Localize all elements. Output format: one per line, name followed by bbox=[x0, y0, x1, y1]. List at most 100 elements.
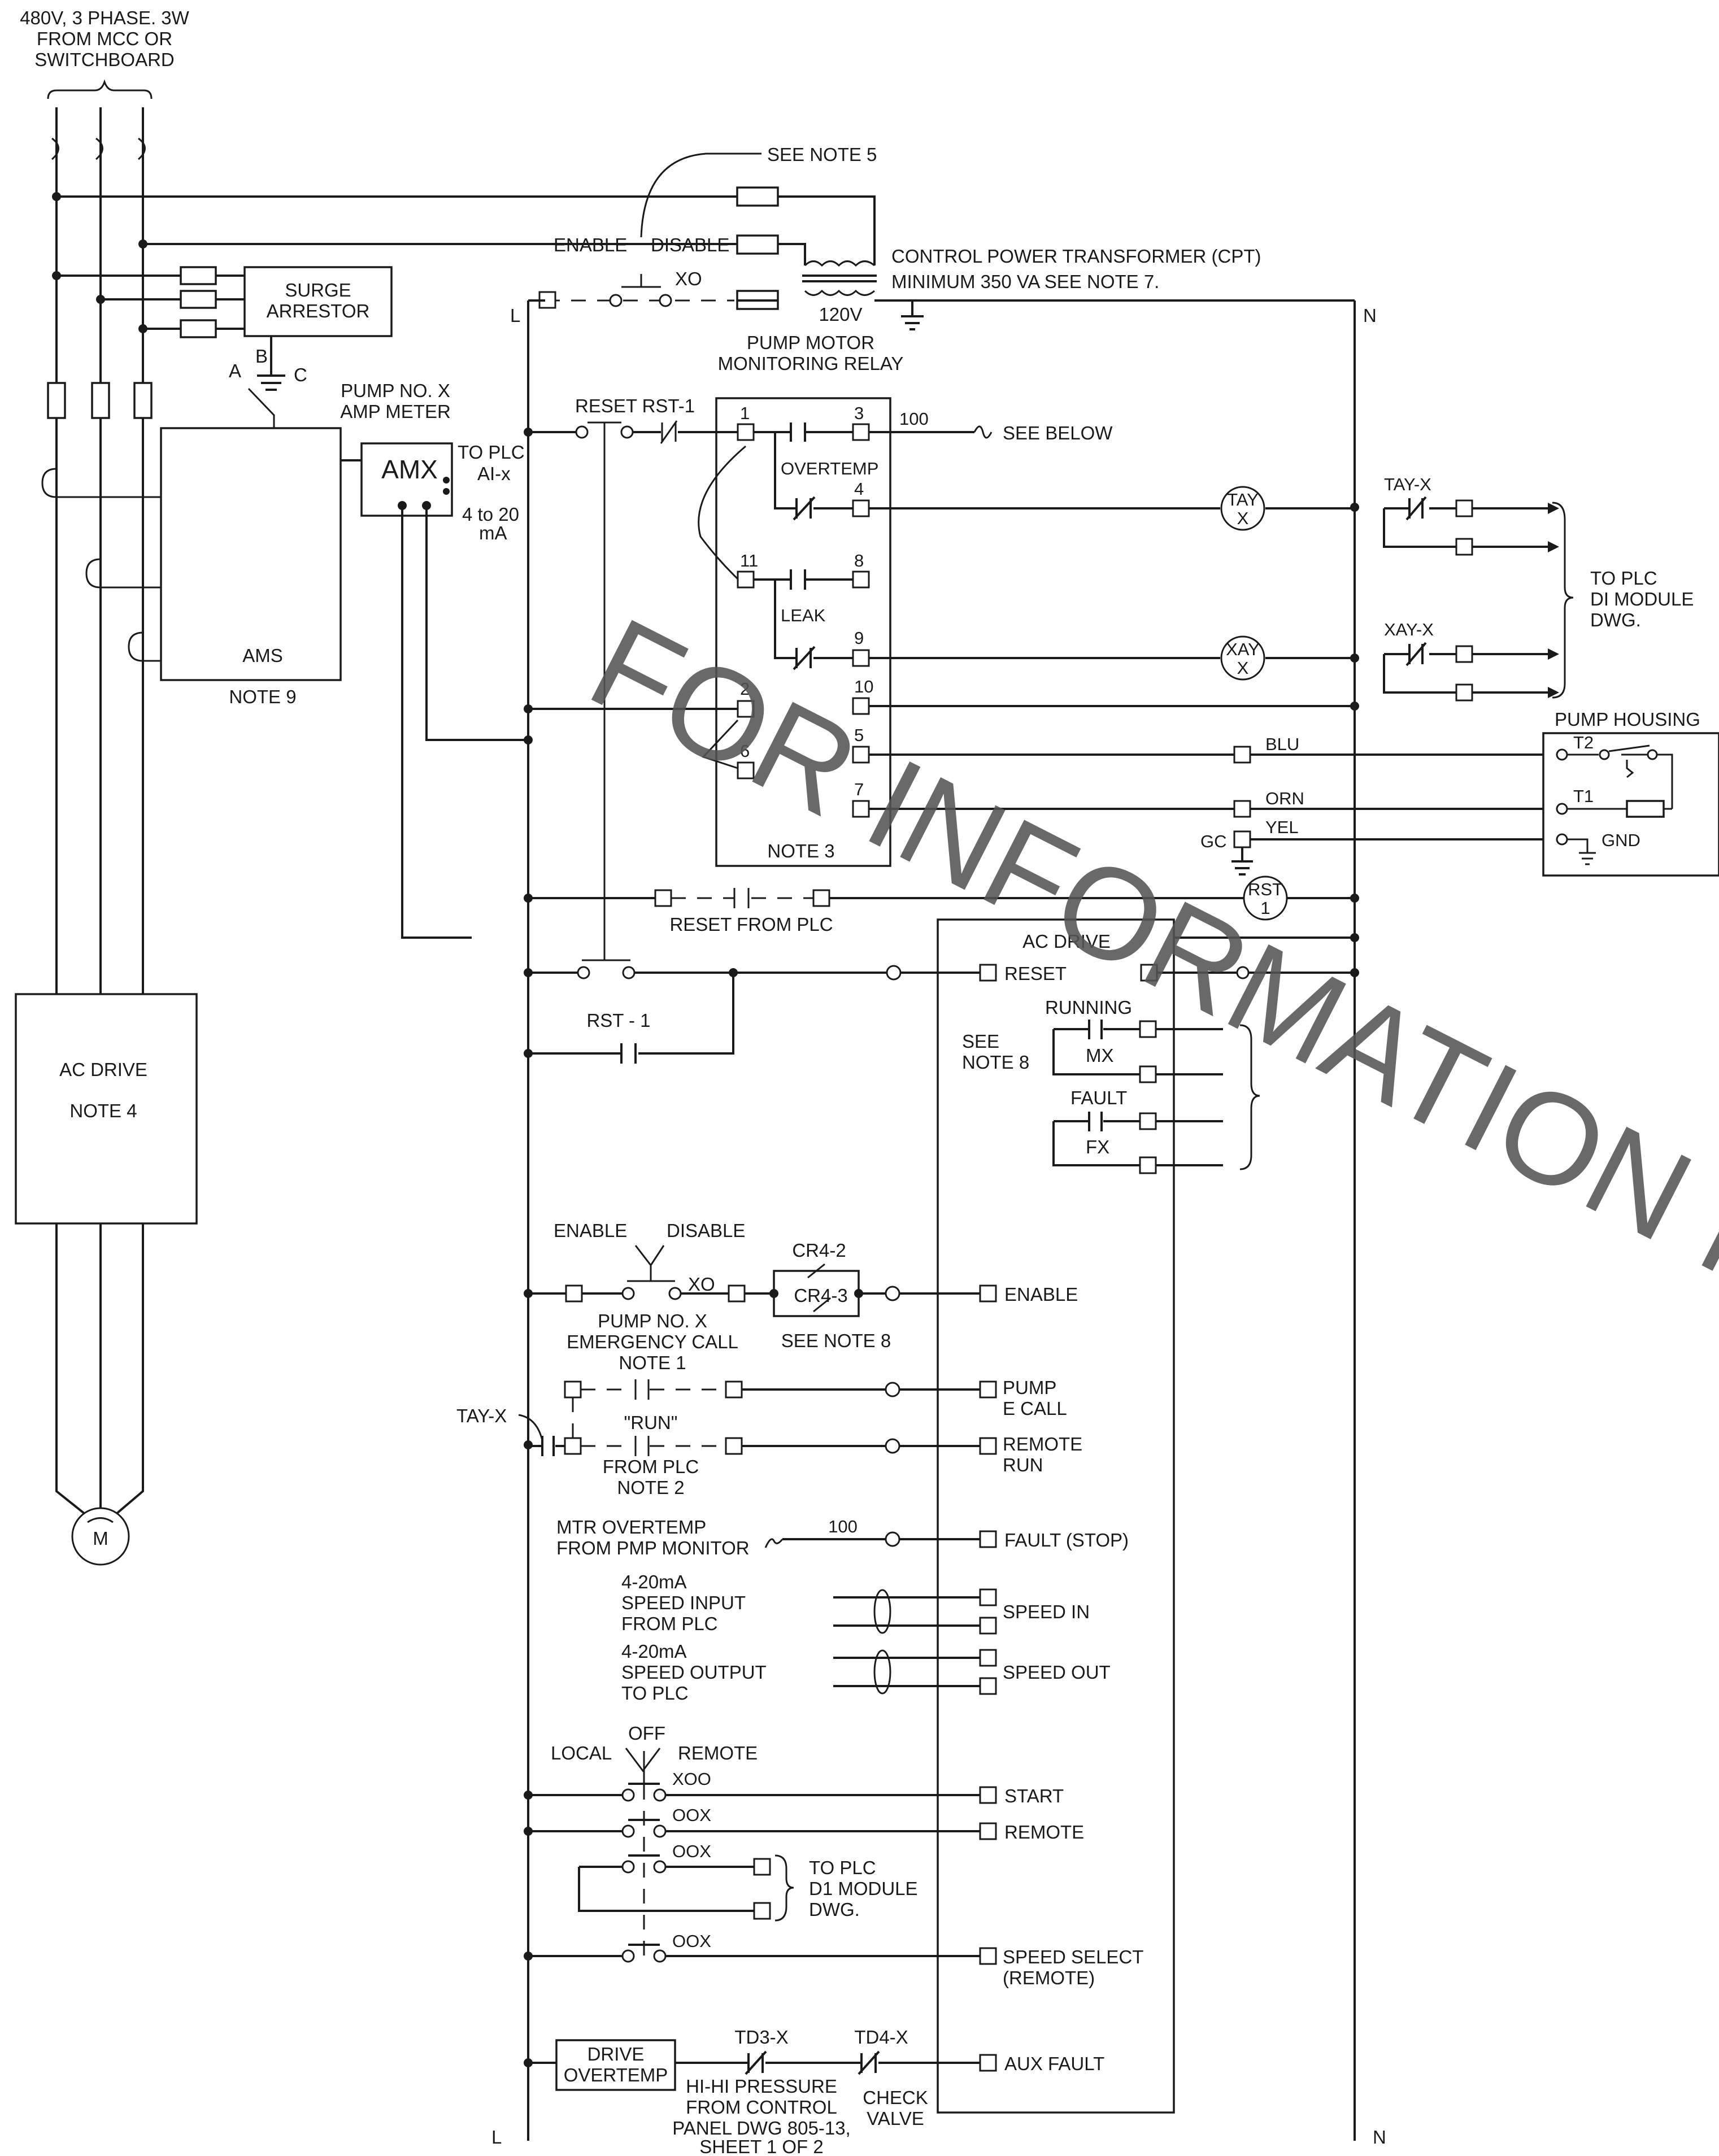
selector-local: LOCAL bbox=[551, 1743, 612, 1763]
selector-plc-2: D1 MODULE bbox=[809, 1878, 918, 1899]
surge-arrestor-box bbox=[243, 266, 393, 337]
relay-title-1: PUMP MOTOR bbox=[747, 332, 874, 353]
ac-drive-left-label: AC DRIVE bbox=[59, 1059, 147, 1080]
run-run-label: "RUN" bbox=[624, 1412, 678, 1433]
drive-remote-run-1: REMOTE bbox=[1003, 1434, 1082, 1454]
drive-start-label: START bbox=[1004, 1785, 1064, 1806]
selector-c2: OOX bbox=[672, 1805, 711, 1825]
coil-rst-label: RST bbox=[1248, 879, 1283, 899]
control-power-transformer: SEE NOTE 5 ENABLE DISABLE XO CONTROL POW… bbox=[538, 144, 1355, 374]
drive-speed-select-2: (REMOTE) bbox=[1003, 1967, 1095, 1988]
ammeter-out-3: 4 to 20 bbox=[462, 504, 519, 525]
drive-see8-a: SEE bbox=[962, 1031, 999, 1052]
relay-box bbox=[715, 397, 891, 867]
amx-box bbox=[360, 442, 453, 517]
cpt-xo-label: XO bbox=[675, 268, 702, 289]
aux-hh-4: SHEET 1 OF 2 bbox=[699, 2136, 823, 2156]
supply-label-1: 480V, 3 PHASE. 3W bbox=[20, 7, 189, 28]
pump-housing: PUMP HOUSING T2 T1 GND bbox=[1542, 709, 1719, 877]
relay-t3: 3 bbox=[854, 403, 864, 423]
relay-t10: 10 bbox=[854, 677, 873, 696]
selector-c1: XOO bbox=[672, 1769, 711, 1789]
speed-signals: 4-20mA SPEED INPUT FROM PLC SPEED IN 4-2… bbox=[621, 1571, 1111, 1704]
relay-t8: 8 bbox=[854, 551, 864, 570]
ammeter-out-2: AI-x bbox=[477, 463, 511, 484]
cpt-label-2: MINIMUM 350 VA SEE NOTE 7. bbox=[891, 271, 1159, 292]
run-from-plc-2: NOTE 2 bbox=[617, 1477, 684, 1498]
drive-speed-out-label: SPEED OUT bbox=[1003, 1662, 1111, 1683]
supply-brace bbox=[47, 79, 153, 99]
rail-n-label: N bbox=[1363, 305, 1377, 326]
ammeter-out-1: TO PLC bbox=[458, 442, 525, 463]
surge-label-1: SURGE bbox=[285, 280, 351, 300]
fuse-1-icon bbox=[736, 186, 779, 207]
surge-label-2: ARRESTOR bbox=[267, 300, 370, 321]
ac-drive-left-note: NOTE 4 bbox=[69, 1100, 137, 1121]
relay-see-below: SEE BELOW bbox=[1003, 423, 1113, 443]
run-from-plc-1: FROM PLC bbox=[603, 1456, 699, 1477]
coil-tay-label: TAY bbox=[1227, 490, 1259, 509]
drive-remote-run-2: RUN bbox=[1003, 1454, 1043, 1475]
cpt-disable-label: DISABLE bbox=[651, 234, 729, 255]
coil-xay-label: XAY bbox=[1226, 639, 1260, 659]
ammeter-out-4: mA bbox=[479, 522, 507, 543]
aux-hh-1: HI-HI PRESSURE bbox=[686, 2076, 837, 2097]
drive-speed-select-1: SPEED SELECT bbox=[1003, 1946, 1143, 1967]
speed-out-2: SPEED OUTPUT bbox=[621, 1662, 767, 1683]
ecall-enable-label: ENABLE bbox=[554, 1220, 627, 1241]
wire-gc: GC bbox=[1200, 831, 1227, 851]
aux-drive-2: OVERTEMP bbox=[564, 2064, 668, 2085]
mtr-overtemp: MTR OVERTEMP FROM PMP MONITOR 100 FAULT … bbox=[556, 1517, 1129, 1558]
relay-t1: 1 bbox=[740, 403, 750, 423]
breaker-a-icon bbox=[51, 137, 59, 160]
motor-label: M bbox=[93, 1528, 108, 1549]
drive-remote-label: REMOTE bbox=[1004, 1822, 1084, 1843]
cr43-label: CR4-3 bbox=[794, 1285, 847, 1306]
ecall-label-3: NOTE 1 bbox=[619, 1352, 686, 1373]
ecall-see-note-8: SEE NOTE 8 bbox=[781, 1330, 891, 1351]
ammeter-title-2: AMP METER bbox=[340, 401, 451, 422]
drive-overtemp-box bbox=[555, 2039, 676, 2091]
ecall-label-1: PUMP NO. X bbox=[598, 1310, 707, 1331]
pump-t2: T2 bbox=[1573, 733, 1594, 752]
reset-from-plc-label: RESET FROM PLC bbox=[669, 914, 833, 935]
cpt-enable-label: ENABLE bbox=[554, 234, 627, 255]
mtr-wire-100: 100 bbox=[828, 1517, 858, 1536]
relay-t2: 2 bbox=[740, 679, 750, 699]
relay-leak-label: LEAK bbox=[781, 606, 826, 625]
relay-t11: 11 bbox=[740, 551, 758, 570]
ac-drive-box bbox=[937, 918, 1175, 2114]
relay-note: NOTE 3 bbox=[767, 840, 834, 861]
wire-yel: YEL bbox=[1265, 817, 1299, 837]
coils: TAY X XAY X RST 1 bbox=[1220, 486, 1355, 921]
surge-b-label: B bbox=[255, 346, 268, 367]
relay-wire-100: 100 bbox=[899, 409, 929, 429]
drive-fault-stop-label: FAULT (STOP) bbox=[1004, 1530, 1129, 1550]
selector-switch: OFF LOCAL REMOTE XOO START OOX REMOTE OO… bbox=[528, 1723, 1143, 1988]
selector-plc-1: TO PLC bbox=[809, 1857, 876, 1878]
relay-t4: 4 bbox=[854, 479, 864, 499]
drive-fault-label: FAULT bbox=[1070, 1087, 1127, 1108]
drive-pump-ecall-1: PUMP bbox=[1003, 1377, 1056, 1398]
ground-icon bbox=[257, 336, 285, 391]
coil-tay bbox=[1220, 486, 1265, 531]
breaker-b-icon bbox=[95, 137, 103, 160]
plc-di-label-2: DI MODULE bbox=[1590, 589, 1694, 609]
reset-from-plc: RESET FROM PLC bbox=[528, 888, 1244, 935]
pump-gnd: GND bbox=[1602, 830, 1640, 850]
emergency-call: ENABLE DISABLE XO PUMP NO. X EMERGENCY C… bbox=[528, 1220, 1078, 1373]
ams-note: NOTE 9 bbox=[229, 686, 296, 707]
surge-a-label: A bbox=[229, 360, 241, 381]
run-rungs: PUMP E CALL TAY-X "RUN" REMOTE RUN FROM … bbox=[456, 1377, 1082, 1498]
ct-b-icon bbox=[85, 558, 161, 589]
drive-running-label: RUNNING bbox=[1045, 997, 1132, 1018]
rst1-contact-label: RST - 1 bbox=[586, 1010, 650, 1031]
wire-blu: BLU bbox=[1265, 734, 1299, 754]
speed-out-3: TO PLC bbox=[621, 1683, 689, 1704]
wire-orn: ORN bbox=[1265, 789, 1304, 808]
aux-drive-1: DRIVE bbox=[587, 2044, 645, 2064]
rail-l-label: L bbox=[510, 305, 520, 326]
aux-cv-2: VALVE bbox=[867, 2108, 924, 2129]
see-note-5: SEE NOTE 5 bbox=[767, 144, 877, 165]
ams-box bbox=[160, 427, 342, 681]
